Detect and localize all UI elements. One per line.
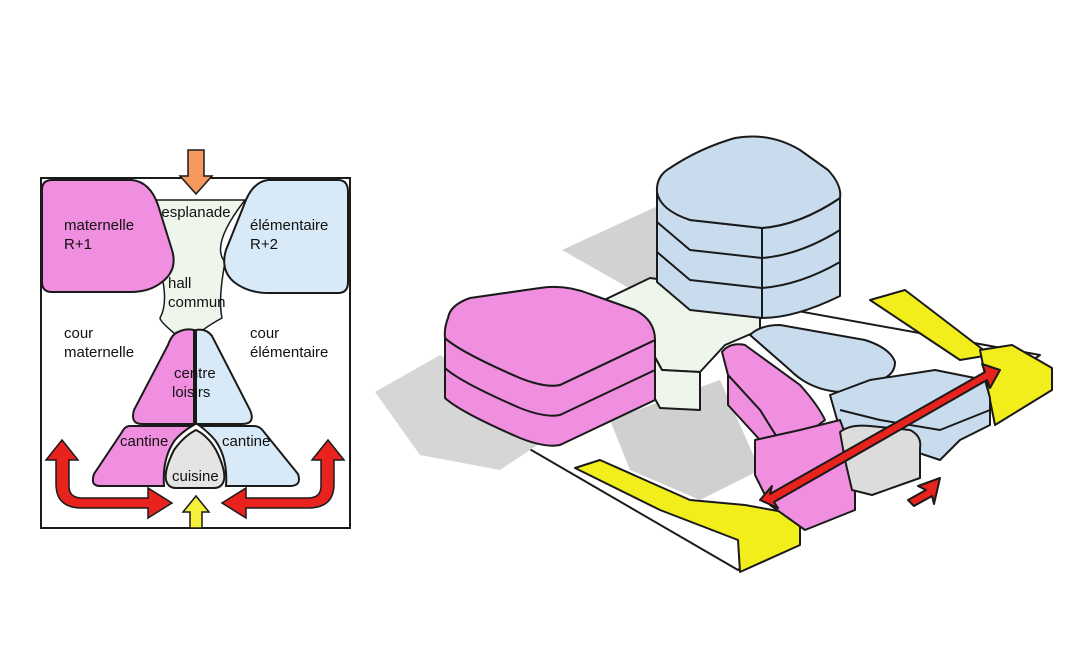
elementaire-wing-top <box>749 324 896 393</box>
label-commun: commun <box>168 294 226 311</box>
flow-arrow-right <box>220 438 346 520</box>
ramp-back-right <box>869 289 991 361</box>
label-esplanade: esplanade <box>161 204 230 221</box>
label-cantine-right: cantine <box>222 433 270 450</box>
entry-arrow-right <box>907 477 941 507</box>
label-centre: centre <box>174 365 216 382</box>
label-hall: hall <box>168 275 191 292</box>
label-elementaire: élémentaire <box>250 217 328 234</box>
entrance-arrow-bottom <box>181 494 211 529</box>
tower-top <box>655 135 842 229</box>
circulation-arrow <box>759 363 1001 509</box>
centre-loisirs-pink <box>132 328 195 425</box>
maternelle-floor-line <box>444 367 656 417</box>
cantine-right-block <box>197 425 300 487</box>
label-cuisine: cuisine <box>172 468 219 485</box>
label-maternelle-level: R+1 <box>64 236 92 253</box>
label-cantine-left: cantine <box>120 433 168 450</box>
label-elementaire-level: R+2 <box>250 236 278 253</box>
label-cour-elementaire-2: élémentaire <box>250 344 328 361</box>
label-cour-elementaire-1: cour <box>250 325 279 342</box>
site-plan: esplanade maternelle R+1 élémentaire R+2… <box>40 149 351 529</box>
shadow-center <box>610 380 760 500</box>
tower-floor-line-1 <box>656 221 841 259</box>
axonometric-view <box>375 135 1053 573</box>
centre-loisirs-blue <box>195 328 253 425</box>
elementaire-block <box>223 179 349 294</box>
flow-arrow-left <box>44 438 174 520</box>
maternelle-top <box>443 285 656 387</box>
entrance-arrow-top <box>178 149 214 196</box>
label-cour-maternelle-2: maternelle <box>64 344 134 361</box>
maternelle-block <box>41 179 175 293</box>
label-loisirs: loisirs <box>172 384 210 401</box>
centre-pink-top <box>721 343 826 451</box>
cantine-left-block <box>91 425 196 487</box>
label-cour-maternelle-1: cour <box>64 325 93 342</box>
label-maternelle: maternelle <box>64 217 134 234</box>
cuisine-block <box>164 428 226 489</box>
ramp-front-left <box>574 459 801 573</box>
tower-floor-line-2 <box>656 251 841 289</box>
